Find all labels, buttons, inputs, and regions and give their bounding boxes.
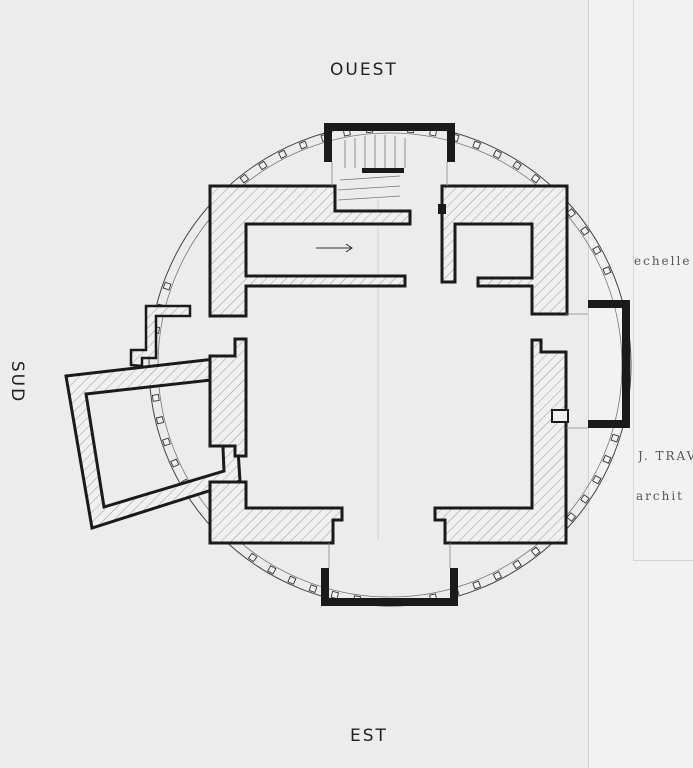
northwest-stair-arrow <box>316 243 353 253</box>
north-stairs <box>337 135 406 201</box>
pillar <box>298 140 308 150</box>
role-caption: archit <box>636 489 684 503</box>
orientation-label-est: EST <box>350 726 388 746</box>
pillar <box>287 575 297 585</box>
southwest-block <box>208 480 344 545</box>
pillar <box>170 458 180 468</box>
north-apse-wall <box>324 123 455 162</box>
pillar <box>277 149 288 159</box>
southeast-pier-notch <box>551 409 569 423</box>
pillar <box>472 580 482 590</box>
pillar <box>239 173 250 184</box>
northwest-block <box>208 184 412 318</box>
east-apse-wall <box>588 300 630 428</box>
pillar <box>151 394 160 402</box>
pillar <box>592 475 602 485</box>
pillar <box>602 266 612 276</box>
north-step-bar <box>362 168 404 173</box>
right-sheet-panel <box>588 0 693 768</box>
thin-connectors <box>328 162 588 568</box>
pillar <box>492 571 503 581</box>
scale-caption: echelle <box>634 254 692 268</box>
pillar <box>530 173 541 184</box>
west-steps <box>129 304 192 368</box>
pillar <box>155 416 165 425</box>
pillar <box>566 208 577 218</box>
pillar <box>267 565 277 575</box>
pillar <box>308 584 318 593</box>
pillar <box>247 552 258 563</box>
pillar <box>530 546 541 557</box>
pillar <box>610 433 620 443</box>
author-caption: J. TRAV <box>638 449 693 463</box>
pillar <box>162 281 172 291</box>
pillar <box>512 160 522 171</box>
pillar <box>492 149 503 159</box>
orientation-label-ouest: OUEST <box>330 60 398 80</box>
pillar <box>512 559 522 570</box>
southeast-block <box>433 338 568 545</box>
north-pier-small <box>438 204 446 214</box>
pillar <box>566 512 577 522</box>
pillar <box>472 140 482 150</box>
pillar <box>602 454 612 464</box>
pillar <box>592 245 602 255</box>
northeast-block <box>440 184 569 316</box>
south-apse-wall <box>321 568 458 606</box>
pillar <box>580 226 590 236</box>
pillar <box>258 160 268 171</box>
orientation-label-sud: SUD <box>7 360 28 404</box>
pillar <box>162 437 171 447</box>
sheet-bottom-rule <box>633 560 693 561</box>
sheet-margin-rule <box>633 0 634 560</box>
west-pier <box>208 337 248 458</box>
pillar <box>580 494 590 504</box>
pillar <box>330 590 339 600</box>
